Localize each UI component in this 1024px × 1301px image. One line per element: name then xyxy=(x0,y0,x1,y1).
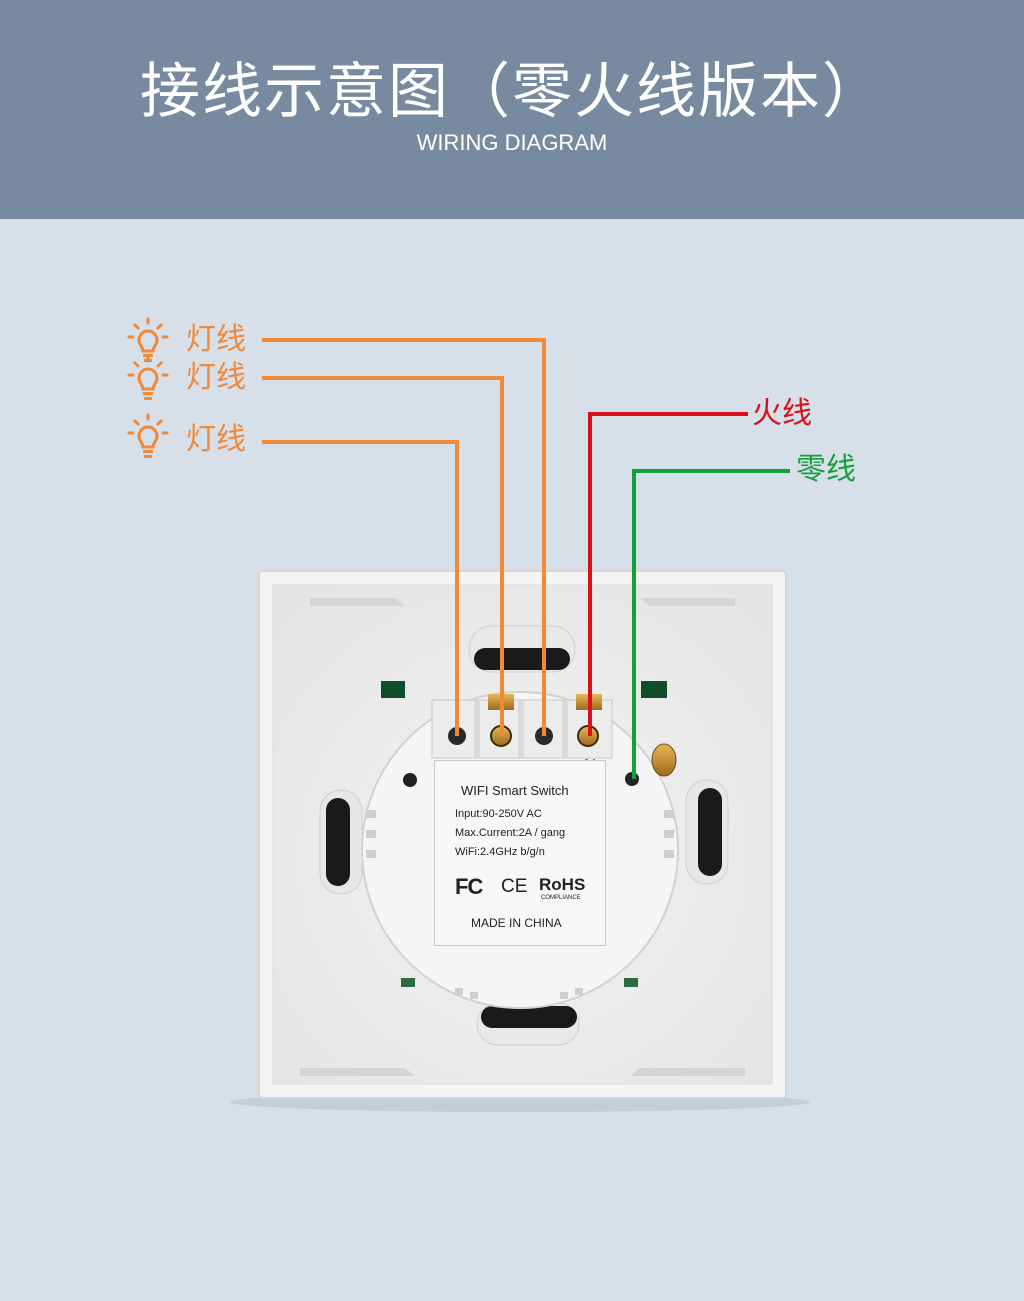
page-title: 接线示意图（零火线版本） xyxy=(140,57,884,127)
current-spec: Max.Current:2A / gang xyxy=(455,827,566,839)
neutral-wire xyxy=(632,469,790,779)
bottom-right-clip xyxy=(630,1068,745,1076)
live-wire xyxy=(588,412,748,736)
bottom-mount-slot-hole xyxy=(481,1006,577,1028)
lamp-wire-1 xyxy=(262,338,546,736)
bottom-left-marker xyxy=(401,978,415,987)
right-keyhole xyxy=(698,788,722,876)
top-left-marker xyxy=(381,681,405,698)
neutral-wire-label: 零线 xyxy=(796,452,856,487)
terminal-dividers xyxy=(474,700,568,758)
lamp-wire-label-1: 灯线 xyxy=(186,322,246,357)
lightbulb-icon xyxy=(127,355,169,400)
ce-logo: CE xyxy=(501,876,528,897)
live-wire-label: 火线 xyxy=(752,396,812,431)
fc-logo: FC xyxy=(455,874,483,899)
header-banner: 接线示意图（零火线版本） WIRING DIAGRAM xyxy=(0,0,1024,219)
bottom-right-marker xyxy=(624,978,638,987)
top-right-marker xyxy=(641,681,667,698)
rohs-compliance: COMPLIANCE xyxy=(541,895,581,901)
neutral-screw xyxy=(651,743,677,777)
wifi-spec: WiFi:2.4GHz b/g/n xyxy=(455,846,545,858)
module-hole-left xyxy=(403,773,417,787)
top-mount-slot-hole xyxy=(474,648,570,670)
lamp-wire-2 xyxy=(262,376,504,736)
input-spec: Input:90-250V AC xyxy=(455,808,542,820)
product-name: WIFI Smart Switch xyxy=(461,783,569,798)
module-vent-ticks xyxy=(366,810,674,999)
made-in-china: MADE IN CHINA xyxy=(471,916,562,930)
bottom-left-clip xyxy=(300,1068,415,1076)
top-right-clip xyxy=(640,598,735,606)
left-keyhole xyxy=(326,798,350,886)
lamp-wire-3 xyxy=(262,440,459,736)
lamp-wire-label-3: 灯线 xyxy=(186,422,246,457)
page-subtitle: WIRING DIAGRAM xyxy=(416,130,608,155)
product-label: WIFI Smart Switch Input:90-250V AC Max.C… xyxy=(434,760,606,946)
rohs-logo: RoHS xyxy=(539,875,586,894)
lightbulb-icon xyxy=(127,413,169,458)
lamp-wire-label-2: 灯线 xyxy=(186,360,246,395)
top-left-clip xyxy=(310,598,405,606)
